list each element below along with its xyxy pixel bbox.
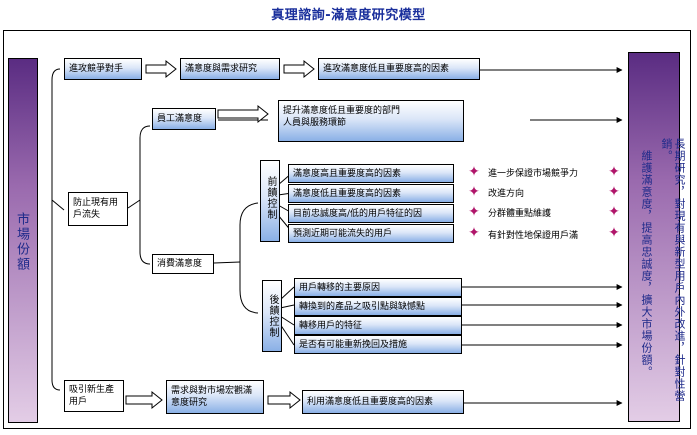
main-brace: [51, 68, 61, 391]
staff-result-line1: 提升滿意度低且重要度的部門: [283, 106, 401, 116]
goal-text-col1: 長期研究，對現有與新型用戶內外改進，針對性營銷。: [660, 138, 686, 402]
diamond-icon: ✦: [608, 204, 620, 220]
pre-control-box: [260, 160, 280, 242]
post-item-4: 是否有可能重新挽回及措施: [294, 335, 462, 354]
pre-item-3: 目前忠誠度高/低的用戶特征的因: [288, 204, 454, 223]
attract-new-users-box: 吸引新生產用戶: [64, 380, 124, 412]
pre-control-label: 前饋控制: [265, 176, 276, 220]
pre-item-1: 滿意度高且重要度高的因素: [288, 164, 454, 183]
consumer-satisfaction-box: 消費滿意度: [152, 254, 214, 274]
pre-action-4: 有針對性地保證用戶滿: [488, 231, 579, 241]
prevent-churn-box: 防止現有用戶流失: [68, 192, 128, 226]
diamond-icon: ✦: [608, 225, 620, 241]
market-share-bar: [8, 58, 38, 423]
control-brace: [239, 202, 259, 314]
diagram-title: 真理諮詢-滿意度研究模型: [271, 8, 426, 23]
pre-item-4: 預測近期可能流失的用戶: [288, 224, 454, 243]
diamond-icon: ✦: [468, 204, 480, 220]
attack-competitor-box: 進攻競爭對手: [64, 58, 142, 80]
post-control-label: 後饋控制: [267, 294, 278, 338]
post-control-box: [262, 280, 282, 352]
post-item-3: 轉移用戶的特征: [294, 316, 462, 335]
diamond-icon: ✦: [608, 164, 620, 180]
pre-action-2: 改進方向: [488, 189, 525, 199]
goal-text-col2: 維護滿意度，提高忠誠度，擴大市場份額。: [640, 150, 653, 378]
retention-brace: [139, 125, 151, 265]
satisfaction-demand-box: 滿意度與需求研究: [180, 58, 280, 80]
diamond-icon: ✦: [608, 184, 620, 200]
pre-action-3: 分群體重點維護: [488, 209, 552, 219]
staff-result-line2: 人員與服務環節: [283, 118, 347, 128]
post-item-2: 轉換到的產品之吸引點與缺憾點: [294, 297, 462, 316]
staff-result-box: 提升滿意度低且重要度的部門 人員與服務環節: [278, 100, 464, 142]
diamond-icon: ✦: [468, 164, 480, 180]
pre-action-1: 進一步保證市場競爭力: [488, 169, 579, 179]
use-factors-box: 利用滿意度低且重要度高的因素: [302, 390, 464, 414]
post-item-1: 用戶轉移的主要原因: [294, 278, 462, 297]
market-share-label: 市場份額: [14, 212, 29, 272]
pre-item-2: 滿意度低且重要度高的因素: [288, 184, 454, 203]
diamond-icon: ✦: [468, 184, 480, 200]
goal-bar: [628, 52, 680, 422]
diagram-frame: [3, 30, 691, 429]
staff-satisfaction-box: 員工滿意度: [152, 108, 216, 130]
market-research-box: 需求與對市場宏觀滿意度研究: [166, 380, 264, 414]
diamond-icon: ✦: [468, 225, 480, 241]
attack-factors-box: 進攻滿意度低且重要度高的因素: [318, 58, 480, 80]
